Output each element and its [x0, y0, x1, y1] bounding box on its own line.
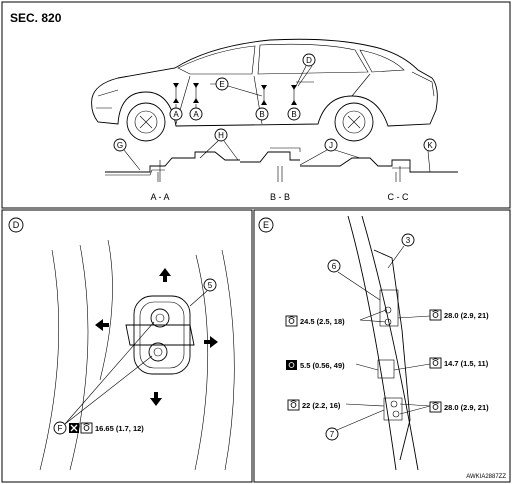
car-callouts: A A B B D E	[169, 53, 316, 121]
direction-arrow-icon	[204, 336, 218, 348]
section-label-cc: C - C	[388, 192, 409, 202]
section-title: SEC. 820	[10, 11, 62, 25]
fastener-f-label: F	[58, 424, 63, 433]
part-6-label: 6	[332, 262, 337, 271]
torque-e-1: 24.5 (2.5, 18)	[300, 317, 345, 326]
figure-code: AWKIA2887ZZ	[466, 474, 506, 480]
panel-d-frame	[1, 209, 253, 483]
torque-wrench-icon	[429, 401, 442, 413]
torque-wrench-icon	[285, 315, 298, 327]
direction-arrow-icon	[159, 268, 171, 282]
svg-text:A: A	[193, 110, 199, 119]
svg-text:J: J	[329, 141, 333, 150]
svg-text:B: B	[291, 110, 296, 119]
svg-text:A: A	[173, 110, 179, 119]
torque-e-4: 14.7 (1.5, 11)	[444, 359, 489, 368]
cross-sections: G H J K A - A B - B C - C	[105, 128, 458, 202]
direction-arrow-icon	[95, 319, 109, 331]
svg-text:K: K	[427, 141, 433, 150]
svg-text:D: D	[306, 56, 312, 65]
torque-e-5: 22 (2.2, 16)	[302, 401, 341, 410]
svg-text:G: G	[117, 141, 123, 150]
torque-e-2: 28.0 (2.9, 21)	[444, 311, 489, 320]
part-5-label: 5	[208, 281, 213, 290]
torque-e-3: 5.5 (0.56, 49)	[300, 361, 345, 370]
panel-e-label: E	[263, 220, 269, 230]
part-7-label: 7	[330, 430, 335, 439]
panel-e-frame	[253, 209, 511, 483]
torque-wrench-special-icon	[286, 360, 297, 370]
section-label-aa: A - A	[150, 192, 169, 202]
striker-arrows	[173, 83, 297, 105]
panel-e: E 3 6 7 24.5 (2.5, 18) 28.0 (2.9, 21) 5.…	[258, 215, 489, 471]
svg-text:E: E	[219, 80, 224, 89]
panel-d-label: D	[13, 220, 20, 230]
car-outline	[91, 38, 438, 142]
section-label-bb: B - B	[270, 192, 290, 202]
torque-e-6: 28.0 (2.9, 21)	[444, 403, 489, 412]
top-panel-frame	[1, 1, 511, 209]
panel-d: D 5 F 16.65 (1.7, 12)	[8, 217, 235, 471]
part-3-label: 3	[406, 236, 411, 245]
svg-text:H: H	[218, 131, 224, 140]
direction-arrow-icon	[150, 392, 162, 406]
svg-text:B: B	[259, 110, 264, 119]
torque-wrench-icon	[80, 422, 93, 434]
torque-wrench-icon	[429, 357, 442, 369]
torque-wrench-icon	[287, 399, 300, 411]
do-not-reuse-icon	[69, 423, 79, 433]
torque-d: 16.65 (1.7, 12)	[95, 424, 144, 433]
torque-wrench-icon	[429, 309, 442, 321]
